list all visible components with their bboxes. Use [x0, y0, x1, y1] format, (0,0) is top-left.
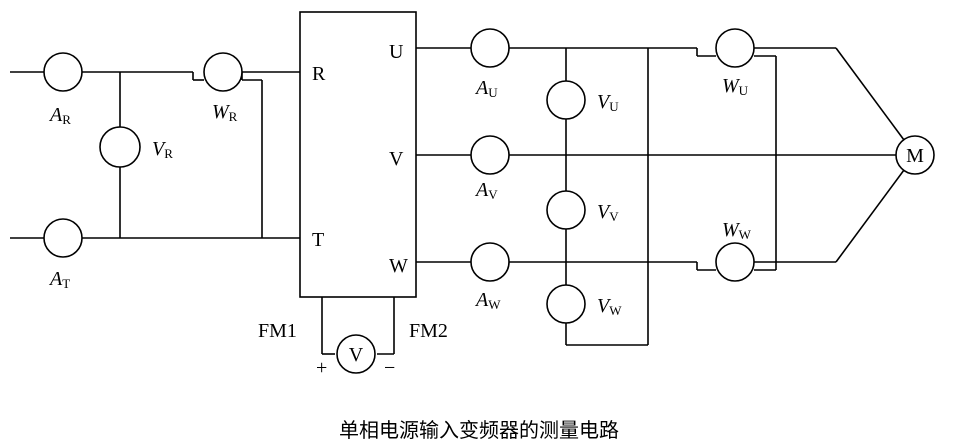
label-wr: WR [212, 101, 238, 124]
wattmeter-wr [203, 52, 243, 92]
fm-voltmeter [336, 334, 376, 374]
label-vu: VU [597, 91, 619, 114]
inverter-box [299, 11, 417, 298]
label-vw: VW [597, 295, 622, 318]
input-wiring [10, 71, 300, 239]
fm-plus-sign: + [316, 357, 327, 379]
voltmeter-vr [99, 126, 141, 168]
label-vv: VV [597, 201, 619, 224]
label-wu: WU [722, 75, 749, 98]
voltmeter-vu [546, 80, 586, 120]
terminal-v-label: V [389, 148, 404, 170]
label-at: AT [48, 268, 70, 291]
terminal-t-label: T [312, 229, 324, 251]
fm-minus-sign: − [384, 357, 395, 379]
label-ww: WW [722, 219, 752, 242]
label-ar: AR [48, 104, 71, 127]
ammeter-ar [43, 52, 83, 92]
diagram-caption: 单相电源输入变频器的测量电路 [339, 418, 619, 442]
terminal-fm2-label: FM2 [409, 320, 448, 342]
ammeter-au [470, 28, 510, 68]
fm-voltmeter-symbol: V [349, 344, 364, 366]
motor-symbol: M [906, 145, 924, 167]
ammeter-av [470, 135, 510, 175]
output-wiring [416, 47, 905, 346]
terminal-u-label: U [389, 41, 404, 63]
label-au: AU [474, 77, 498, 100]
voltmeter-vv [546, 190, 586, 230]
wattmeter-ww [715, 242, 755, 282]
terminal-fm1-label: FM1 [258, 320, 297, 342]
ammeter-aw [470, 242, 510, 282]
terminal-w-label: W [389, 255, 408, 277]
label-av: AV [474, 179, 498, 202]
ammeter-at [43, 218, 83, 258]
terminal-r-label: R [312, 63, 326, 85]
voltmeter-vw [546, 284, 586, 324]
label-aw: AW [474, 289, 501, 312]
wattmeter-wu [715, 28, 755, 68]
fm-wiring [321, 297, 395, 355]
motor [895, 135, 935, 175]
label-vr: VR [152, 138, 173, 161]
